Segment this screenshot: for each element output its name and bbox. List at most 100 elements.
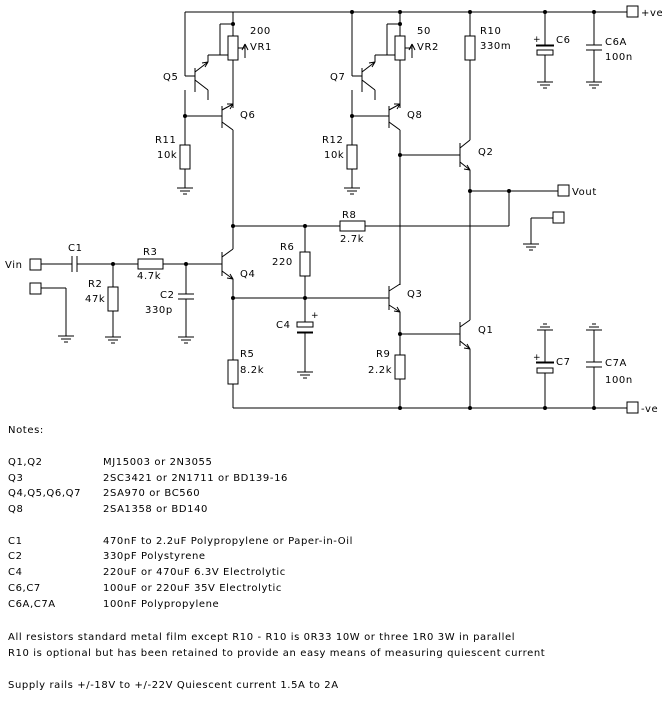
neg-rail-terminal[interactable] bbox=[626, 401, 639, 414]
svg-text:+: + bbox=[533, 35, 541, 45]
q7-label: Q7 bbox=[330, 72, 345, 83]
q6-label: Q6 bbox=[240, 110, 255, 121]
capacitor-spec: 100nF Polypropylene bbox=[103, 599, 220, 610]
r3-resistor: R3 4.7k bbox=[137, 247, 222, 282]
c4-label: C4 bbox=[276, 320, 291, 331]
input-ground bbox=[29, 282, 74, 343]
c6a-label: C6A bbox=[605, 37, 627, 48]
q2-label: Q2 bbox=[478, 147, 493, 158]
r9-resistor: R9 2.2k bbox=[368, 349, 406, 408]
q4-label: Q4 bbox=[240, 269, 255, 280]
r12-resistor: R12 10k bbox=[322, 116, 360, 195]
vr2-value: 50 bbox=[417, 26, 431, 37]
c6-label: C6 bbox=[556, 35, 571, 46]
q6-transistor: Q6 bbox=[184, 90, 255, 226]
c2-value: 330p bbox=[145, 305, 173, 316]
vout-terminal[interactable] bbox=[557, 184, 570, 197]
q3-label: Q3 bbox=[407, 289, 422, 300]
r5-value: 8.2k bbox=[240, 365, 264, 376]
transistor-part: Q8 bbox=[8, 504, 24, 515]
capacitor-spec: 470nF to 2.2uF Polypropylene or Paper-in… bbox=[103, 536, 353, 547]
transistor-spec: MJ15003 or 2N3055 bbox=[103, 457, 213, 468]
r12-value: 10k bbox=[324, 150, 344, 161]
q8-transistor: Q8 bbox=[351, 90, 422, 285]
svg-text:+: + bbox=[533, 353, 541, 363]
capacitor-part: C6A,C7A bbox=[8, 599, 56, 610]
r2-resistor: R2 47k bbox=[85, 264, 121, 344]
r3-label: R3 bbox=[143, 247, 158, 258]
c4-capacitor: + C4 bbox=[276, 311, 319, 379]
supply-note: Supply rails +/-18V to +/-22V Quiescent … bbox=[8, 680, 339, 691]
q5-transistor: Q5 bbox=[163, 12, 220, 100]
r6-label: R6 bbox=[280, 242, 295, 253]
r11-value: 10k bbox=[157, 150, 177, 161]
output-node: Vout bbox=[470, 184, 597, 226]
q5-label: Q5 bbox=[163, 72, 178, 83]
capacitor-spec: 100uF or 220uF 35V Electrolytic bbox=[103, 583, 283, 594]
vr1-label: VR1 bbox=[250, 42, 272, 53]
r6-value: 220 bbox=[272, 257, 293, 268]
resistor-note-1: All resistors standard metal film except… bbox=[8, 632, 516, 643]
c1-capacitor: C1 bbox=[68, 243, 138, 272]
c7a-value: 100n bbox=[605, 375, 633, 386]
r11-resistor: R11 10k bbox=[155, 116, 193, 195]
r12-label: R12 bbox=[322, 135, 343, 146]
r2-label: R2 bbox=[88, 279, 103, 290]
negative-rail: -ve bbox=[233, 401, 658, 415]
r10-value: 330m bbox=[480, 41, 511, 52]
vr1-trimmer: 200 VR1 bbox=[219, 12, 272, 108]
r11-label: R11 bbox=[155, 135, 176, 146]
c6a-value: 100n bbox=[605, 52, 633, 63]
c7-label: C7 bbox=[556, 357, 571, 368]
transistor-part: Q3 bbox=[8, 473, 24, 484]
c7-capacitor: + C7 bbox=[533, 323, 571, 408]
r5-resistor: R5 8.2k bbox=[227, 349, 264, 408]
vr2-label: VR2 bbox=[417, 42, 439, 53]
pos-rail-terminal[interactable] bbox=[626, 5, 639, 18]
input-network: Vin bbox=[5, 258, 72, 271]
q1-transistor: Q1 bbox=[400, 319, 493, 408]
vin-terminal[interactable] bbox=[29, 258, 42, 271]
output-ground bbox=[523, 211, 565, 251]
vr1-value: 200 bbox=[250, 26, 271, 37]
r5-label: R5 bbox=[240, 349, 255, 360]
r8-value: 2.7k bbox=[340, 234, 364, 245]
transistor-spec: 2SA1358 or BD140 bbox=[103, 504, 209, 515]
capacitor-part: C2 bbox=[8, 551, 23, 562]
vr2-trimmer: 50 VR2 bbox=[386, 12, 439, 108]
q1-label: Q1 bbox=[478, 325, 493, 336]
capacitor-spec: 330pF Polystyrene bbox=[103, 551, 206, 562]
pos-rail-label: +ve bbox=[641, 8, 662, 19]
q2-transistor: Q2 bbox=[400, 139, 493, 320]
capacitor-spec: 220uF or 470uF 6.3V Electrolytic bbox=[103, 567, 286, 578]
q4-transistor: Q4 bbox=[221, 226, 255, 360]
c1-label: C1 bbox=[68, 243, 83, 254]
neg-rail-label: -ve bbox=[641, 404, 658, 415]
q3-transistor: Q3 bbox=[233, 283, 422, 355]
vout-label: Vout bbox=[572, 187, 597, 198]
vin-label: Vin bbox=[5, 260, 23, 271]
r10-label: R10 bbox=[480, 26, 501, 37]
transistor-part: Q1,Q2 bbox=[8, 457, 43, 468]
r9-value: 2.2k bbox=[368, 365, 392, 376]
c2-capacitor: C2 330p bbox=[145, 264, 194, 344]
resistor-note-2: R10 is optional but has been retained to… bbox=[8, 648, 546, 659]
positive-rail: +ve bbox=[185, 5, 662, 19]
transistor-part: Q4,Q5,Q6,Q7 bbox=[8, 488, 82, 499]
r9-label: R9 bbox=[376, 349, 391, 360]
c7a-label: C7A bbox=[605, 358, 627, 369]
r10-resistor: R10 330m bbox=[464, 12, 511, 140]
capacitor-part: C4 bbox=[8, 567, 23, 578]
r8-label: R8 bbox=[342, 210, 357, 221]
q7-transistor: Q7 bbox=[330, 12, 387, 100]
r6-resistor: R6 220 bbox=[272, 226, 311, 322]
c7a-capacitor: C7A 100n bbox=[586, 323, 633, 408]
c6-capacitor: + C6 bbox=[533, 12, 571, 89]
transistor-spec: 2SA970 or BC560 bbox=[103, 488, 201, 499]
r3-value: 4.7k bbox=[137, 271, 161, 282]
transistor-spec: 2SC3421 or 2N1711 or BD139-16 bbox=[103, 473, 288, 484]
c6a-capacitor: C6A 100n bbox=[586, 12, 633, 89]
q8-label: Q8 bbox=[407, 110, 422, 121]
c2-label: C2 bbox=[160, 290, 175, 301]
amplifier-schematic: +ve -ve 200 VR1 Q5 bbox=[5, 5, 662, 415]
